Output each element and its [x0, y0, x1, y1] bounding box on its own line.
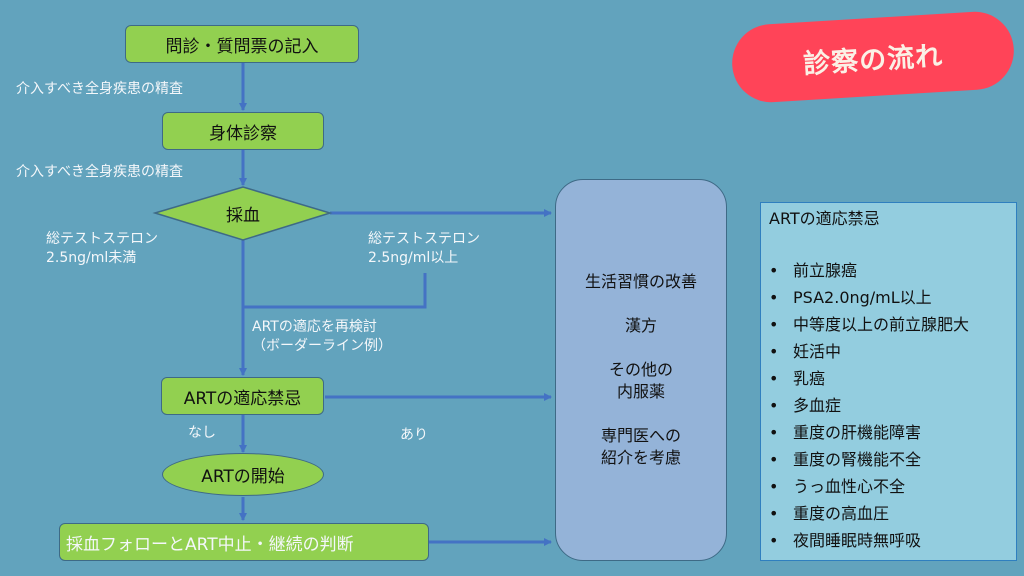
contra-item: • 乳癌	[769, 365, 1008, 392]
contra-item-text: 重度の高血圧	[793, 504, 890, 523]
contra-item-text: 前立腺癌	[793, 261, 858, 280]
bullet-icon: •	[769, 477, 779, 496]
contra-item: • 前立腺癌	[769, 257, 1008, 284]
step-interview-label: 問診・質問票の記入	[165, 36, 319, 57]
has-contraindication-label: あり	[400, 427, 428, 443]
step-followup-label: 採血フォローとART中止・継続の判断	[66, 534, 354, 555]
no-contraindication-label: なし	[188, 425, 216, 441]
contra-item: • 重度の腎機能不全	[769, 446, 1008, 473]
bullet-icon: •	[769, 261, 779, 280]
contra-item: • 重度の高血圧	[769, 500, 1008, 527]
low-t-line2: 2.5ng/ml未満	[46, 250, 137, 266]
contra-item: • 妊活中	[769, 338, 1008, 365]
contra-item-text: 妊活中	[793, 342, 842, 361]
step-contraindication-check: ARTの適応禁忌	[161, 377, 324, 415]
high-testosterone-label: 総テストステロン 2.5ng/ml以上	[368, 230, 480, 268]
note-systemic-check-2: 介入すべき全身疾患の精査	[16, 164, 184, 180]
step-art-start: ARTの開始	[162, 453, 324, 496]
high-t-line2: 2.5ng/ml以上	[368, 250, 459, 266]
contra-item: • 夜間睡眠時無呼吸	[769, 527, 1008, 554]
contra-item: • 多血症	[769, 392, 1008, 419]
contraindications-title: ARTの適応禁忌	[769, 209, 880, 228]
recheck-line2: （ボーダーライン例）	[252, 338, 392, 354]
bullet-icon: •	[769, 342, 779, 361]
decision-diamond-shape	[152, 186, 333, 241]
option-lifestyle: 生活習慣の改善	[584, 272, 697, 291]
bullet-icon: •	[769, 450, 779, 469]
bullet-icon: •	[769, 423, 779, 442]
option-kampo: 漢方	[624, 316, 657, 335]
contra-item-text: 夜間睡眠時無呼吸	[793, 531, 922, 550]
low-t-line1: 総テストステロン	[46, 231, 158, 247]
note-systemic-check-1: 介入すべき全身疾患の精査	[16, 81, 184, 97]
bullet-icon: •	[769, 531, 779, 550]
step-followup: 採血フォローとART中止・継続の判断	[59, 523, 429, 561]
decision-blood-test-label: 採血	[226, 206, 260, 226]
contra-item-text: 重度の腎機能不全	[793, 450, 922, 469]
step-physical-exam-label: 身体診察	[209, 123, 277, 144]
alternative-options-box: 生活習慣の改善 漢方 その他の 内服薬 専門医への 紹介を考慮	[555, 179, 727, 561]
line-high-t-merge	[243, 273, 427, 309]
contra-item-text: 重度の肝機能障害	[793, 423, 922, 442]
option-other-meds: その他の 内服薬	[608, 360, 673, 401]
contra-item: • 重度の肝機能障害	[769, 419, 1008, 446]
contra-item: • 中等度以上の前立腺肥大	[769, 311, 1008, 338]
bullet-icon: •	[769, 369, 779, 388]
contra-item-text: 乳癌	[793, 369, 826, 388]
bullet-icon: •	[769, 504, 779, 523]
bullet-icon: •	[769, 396, 779, 415]
step-physical-exam: 身体診察	[162, 112, 324, 150]
step-art-start-label: ARTの開始	[201, 467, 285, 487]
contra-item-text: 多血症	[793, 396, 842, 415]
option-specialist-referral: 専門医への 紹介を考慮	[600, 426, 681, 467]
step-contraindication-label: ARTの適応禁忌	[183, 388, 302, 409]
recheck-note: ARTの適応を再検討 （ボーダーライン例）	[252, 318, 392, 356]
low-testosterone-label: 総テストステロン 2.5ng/ml未満	[46, 230, 158, 268]
step-interview: 問診・質問票の記入	[125, 25, 359, 63]
page-title: 診察の流れ	[802, 40, 944, 80]
bullet-icon: •	[769, 315, 779, 334]
recheck-line1: ARTの適応を再検討	[252, 319, 377, 335]
contraindications-list: • 前立腺癌 • PSA2.0ng/mL以上 • 中等度以上の前立腺肥大 • 妊活中 •…	[769, 257, 1008, 554]
high-t-line1: 総テストステロン	[368, 231, 480, 247]
contra-item-text: うっ血性心不全	[793, 477, 906, 496]
contra-item-text: 中等度以上の前立腺肥大	[793, 315, 970, 334]
contra-item-text: PSA2.0ng/mL以上	[793, 288, 932, 307]
contra-item: • うっ血性心不全	[769, 473, 1008, 500]
contra-item: • PSA2.0ng/mL以上	[769, 284, 1008, 311]
bullet-icon: •	[769, 288, 779, 307]
contraindications-box: ARTの適応禁忌 • 前立腺癌 • PSA2.0ng/mL以上 • 中等度以上の前立腺…	[760, 202, 1017, 561]
